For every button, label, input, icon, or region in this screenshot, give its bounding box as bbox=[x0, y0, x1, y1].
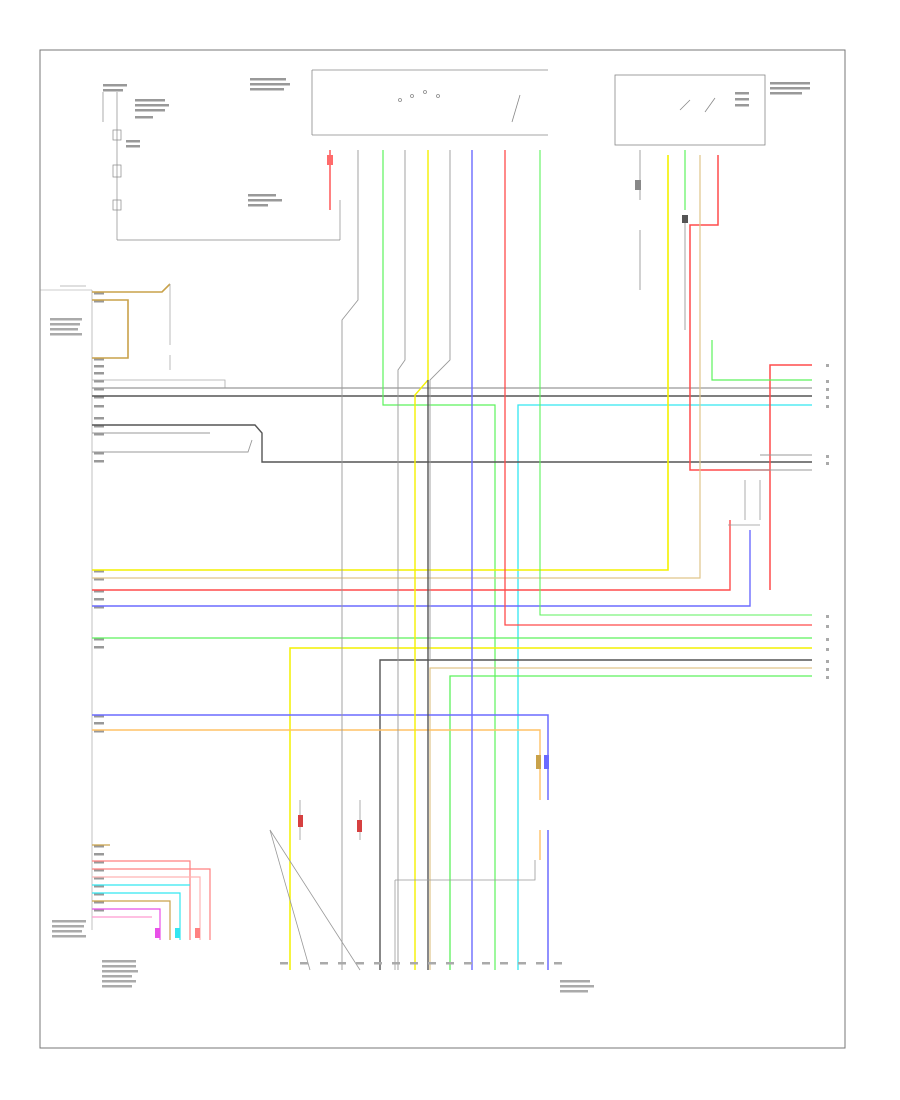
bottom-connector-row bbox=[280, 962, 562, 965]
wire-black-left-2 bbox=[92, 424, 812, 463]
bottom-right-labels bbox=[560, 980, 594, 993]
wire-tan-h8 bbox=[429, 667, 812, 970]
wire-red-right bbox=[689, 155, 812, 590]
top-center-labels bbox=[250, 78, 290, 91]
wire-lgreen-right bbox=[711, 340, 812, 381]
wire-gray-right-v bbox=[639, 150, 686, 330]
wire-orange-h11 bbox=[92, 729, 541, 860]
wire-yellow-h6 bbox=[289, 647, 812, 970]
fuse-block-top-left bbox=[102, 92, 341, 241]
wire-blue-h4 bbox=[92, 530, 751, 607]
connector-blobs bbox=[155, 155, 688, 938]
wire-green-right-1 bbox=[539, 150, 812, 616]
top-right-switch bbox=[614, 74, 766, 146]
bottom-left-harness bbox=[92, 844, 211, 940]
right-junction-connector bbox=[728, 480, 761, 526]
wire-yellow-h1 bbox=[92, 155, 669, 571]
fuse-block-labels bbox=[103, 84, 282, 207]
left-ecu-connector bbox=[40, 289, 93, 930]
top-right-labels bbox=[735, 82, 810, 107]
wire-green-h9 bbox=[449, 675, 812, 970]
wire-red-right-2 bbox=[504, 150, 812, 626]
left-pin-labels bbox=[94, 292, 104, 912]
wire-red-h3 bbox=[92, 520, 731, 591]
right-edge-pin-ticks bbox=[826, 364, 829, 679]
wire-tan-h2 bbox=[92, 155, 701, 579]
wire-green-bus bbox=[382, 150, 496, 970]
wire-cyan-bus bbox=[517, 404, 812, 970]
bottom-left-labels bbox=[102, 960, 138, 988]
wire-gray-right bbox=[750, 454, 812, 471]
wire-blue-h10 bbox=[92, 714, 549, 970]
wire-gray-left-3 bbox=[92, 432, 253, 453]
diagram-frame bbox=[39, 49, 846, 1049]
wire-black-h7 bbox=[379, 659, 812, 970]
left-ecu-labels bbox=[50, 318, 86, 938]
wire-gray-upper bbox=[60, 284, 226, 388]
top-center-switch bbox=[311, 69, 548, 136]
wire-yellow-v3 bbox=[414, 150, 429, 970]
lower-connector-ticks bbox=[269, 800, 536, 971]
wire-gray-v2 bbox=[341, 150, 451, 970]
wire-tan-upper bbox=[92, 283, 171, 359]
